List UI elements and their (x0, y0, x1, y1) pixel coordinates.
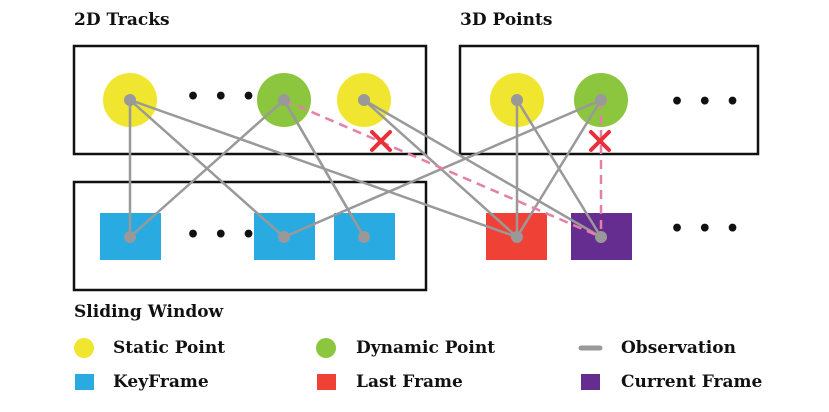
legend-static-point-label: Static Point (113, 338, 226, 358)
reject-mark-2 (589, 130, 611, 152)
legend-last-frame-icon (317, 374, 336, 390)
tracks-2d-box (72, 44, 428, 156)
legend-current-frame-icon (581, 374, 600, 390)
rejected-links (283, 98, 603, 239)
legend-observation-label: Observation (621, 338, 736, 358)
legend-last-frame-label: Last Frame (356, 372, 463, 392)
points-3d-box (458, 44, 760, 156)
legend-current-frame-label: Current Frame (621, 372, 763, 392)
ellipsis-points: • • • (670, 89, 743, 115)
node-centres (124, 94, 607, 243)
ellipsis-window: • • • (186, 222, 259, 248)
legend-dynamic-point-icon (316, 338, 336, 358)
legend-keyframe-label: KeyFrame (113, 372, 209, 392)
ellipsis-frames: • • • (670, 216, 743, 242)
sliding-window-title: Sliding Window (74, 302, 224, 322)
reject-mark-1 (370, 130, 392, 152)
sliding-window-box (72, 180, 428, 292)
legend-dynamic-point-label: Dynamic Point (356, 338, 496, 358)
ellipsis-tracks: • • • (186, 84, 259, 110)
legend-keyframe-icon (75, 374, 94, 390)
tracks-2d-title: 2D Tracks (74, 10, 170, 30)
points-3d-title: 3D Points (460, 10, 553, 30)
legend-static-point-icon (74, 338, 94, 358)
